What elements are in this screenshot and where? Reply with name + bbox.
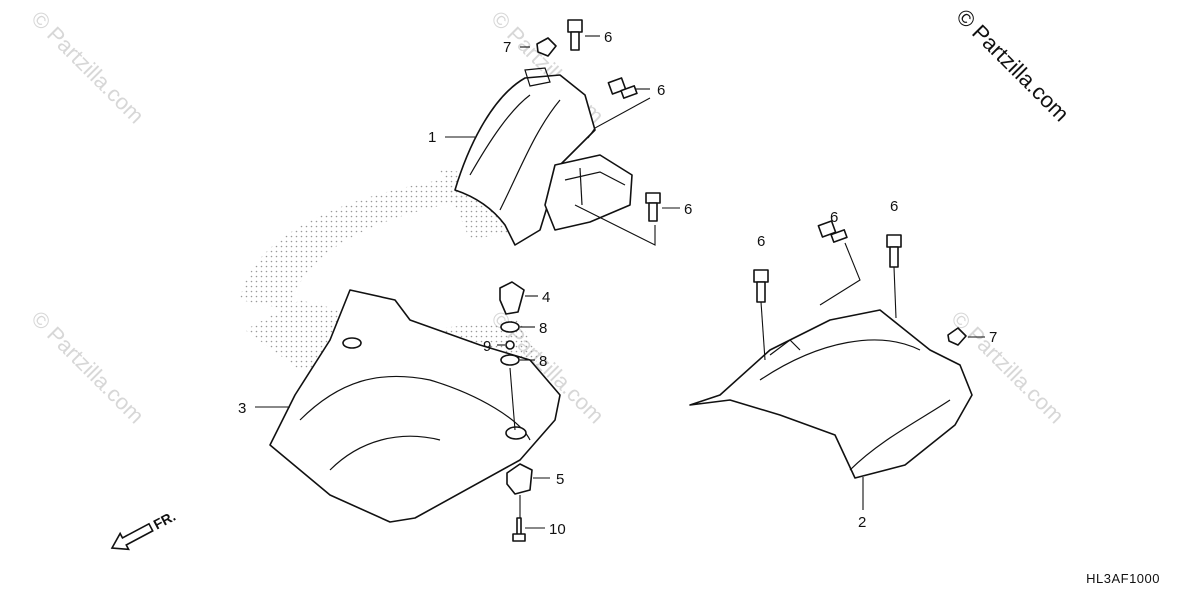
watermark-tile: © Partzilla.com [946, 306, 1069, 429]
clip-icon [536, 37, 557, 57]
bolt-icon [645, 192, 661, 222]
callout-6: 6 [604, 29, 612, 46]
copyright-watermark: © Partzilla.com [951, 4, 1074, 127]
part-lower-hood-panel [269, 289, 561, 523]
callout-8: 8 [539, 353, 547, 370]
callout-6: 6 [657, 82, 665, 99]
washer-icon [500, 354, 520, 366]
part-upper-panel [454, 67, 633, 246]
bolt-icon [567, 19, 583, 51]
callout-9: 9 [483, 338, 491, 355]
diagram-code: HL3AF1000 [1086, 571, 1160, 586]
clip-icon [947, 327, 967, 346]
callout-10: 10 [549, 521, 566, 538]
callout-6: 6 [684, 201, 692, 218]
bolt-icon [817, 220, 848, 243]
callout-3: 3 [238, 400, 246, 417]
bolt-icon [753, 269, 769, 303]
front-direction-marker: FR. [110, 508, 178, 551]
callout-4: 4 [542, 289, 550, 306]
watermark-tile: © Partzilla.com [26, 6, 149, 129]
callout-5: 5 [556, 471, 564, 488]
screw-icon [512, 517, 526, 542]
arrow-left-icon [110, 522, 154, 551]
watermark-tile: © Partzilla.com [26, 306, 149, 429]
callout-7: 7 [989, 329, 997, 346]
callout-7: 7 [503, 39, 511, 56]
callout-1: 1 [428, 129, 436, 146]
knob-icon [499, 281, 525, 315]
callout-6: 6 [890, 198, 898, 215]
callout-8: 8 [539, 320, 547, 337]
bolt-icon [607, 77, 638, 99]
leader-lines [255, 35, 985, 529]
ring-icon [505, 340, 515, 350]
washer-icon [500, 321, 520, 333]
bolt-icon [886, 234, 902, 268]
callout-labels: 1 6 7 6 6 4 8 9 8 5 10 3 6 6 6 7 2 [238, 29, 997, 538]
fastener-group [499, 19, 967, 542]
callout-2: 2 [858, 514, 866, 531]
front-label: FR. [151, 508, 178, 533]
grommet-icon [506, 463, 533, 495]
part-right-side-panel [689, 309, 973, 479]
callout-6: 6 [757, 233, 765, 250]
callout-6: 6 [830, 209, 838, 226]
